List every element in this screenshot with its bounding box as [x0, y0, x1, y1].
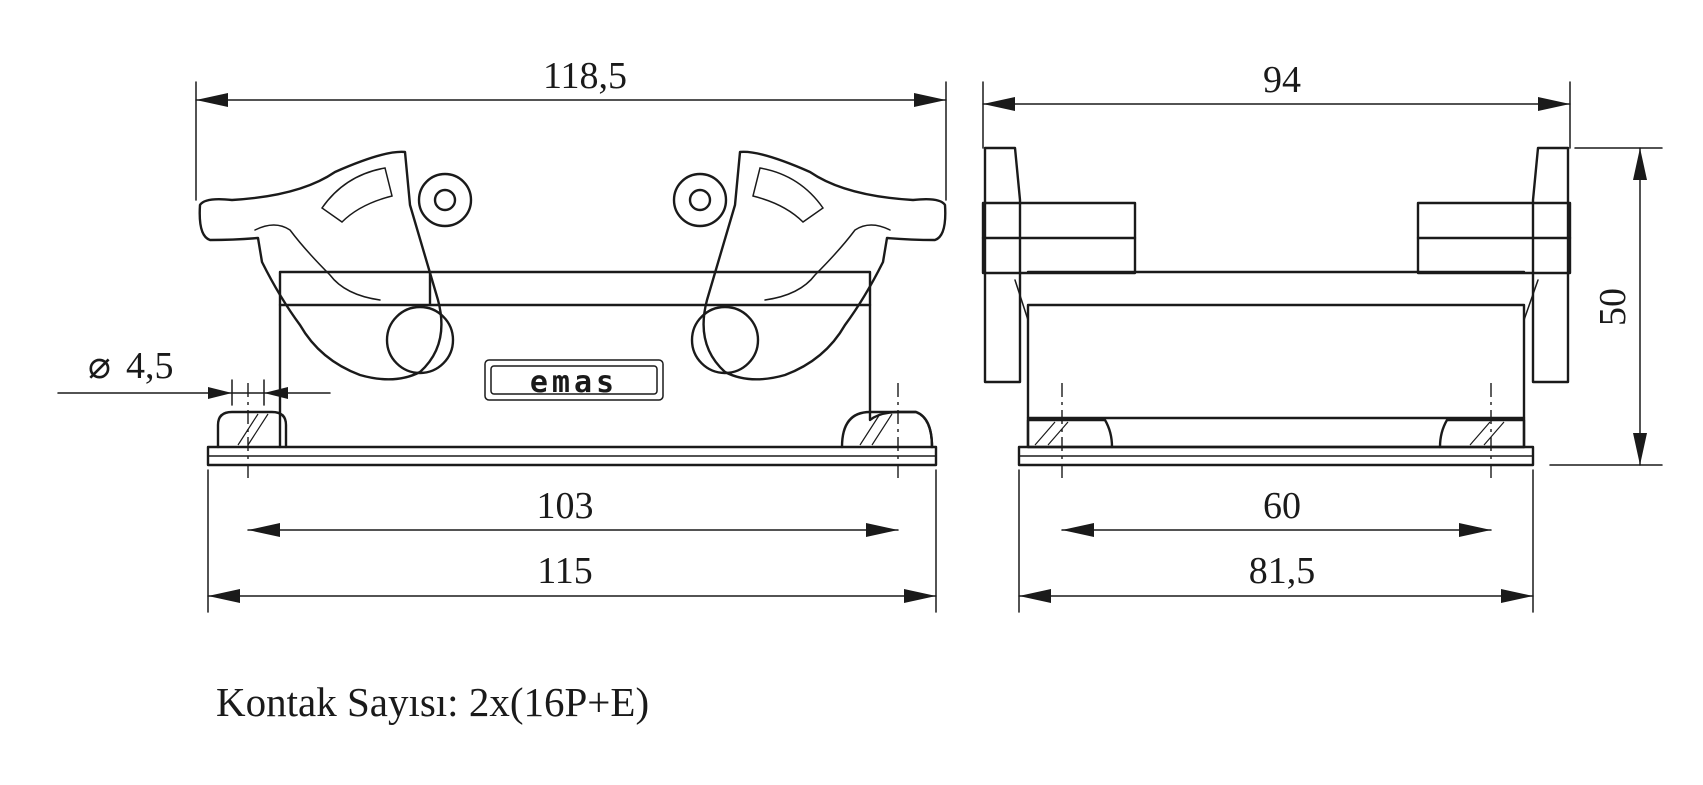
dim-overall-width: 94 [1263, 59, 1301, 101]
dim-hole-spacing-width: 60 [1263, 485, 1301, 527]
logo-text: emas [530, 365, 618, 400]
dim-base-length: 115 [537, 550, 593, 592]
dim-diameter-symbol: ⌀ [88, 345, 111, 387]
side-flange-left [983, 146, 1022, 384]
emas-logo: emas [484, 359, 664, 401]
side-housing-body [1026, 303, 1526, 449]
dim-overall-length: 118,5 [543, 55, 627, 97]
front-boss-right [840, 410, 934, 449]
front-view: emas [198, 150, 947, 478]
front-pivot-right [690, 305, 760, 375]
front-boss-left [216, 410, 288, 449]
front-roller-right [672, 172, 728, 228]
dim-hole-spacing-length: 103 [537, 485, 594, 527]
front-roller-left [417, 172, 473, 228]
contact-count-caption: Kontak Sayısı: 2x(16P+E) [216, 679, 650, 725]
dimension-lines: 118,5 94 50 ⌀ 4,5 103 115 [57, 55, 1663, 613]
dim-height: 50 [1592, 288, 1634, 326]
dim-hole-diameter: 4,5 [126, 345, 174, 387]
front-lever-right [702, 150, 947, 381]
front-pivot-left [385, 305, 455, 375]
side-flange-right [1531, 146, 1570, 384]
side-view [981, 146, 1572, 478]
front-lever-left [198, 150, 443, 381]
dim-base-width: 81,5 [1249, 550, 1316, 592]
